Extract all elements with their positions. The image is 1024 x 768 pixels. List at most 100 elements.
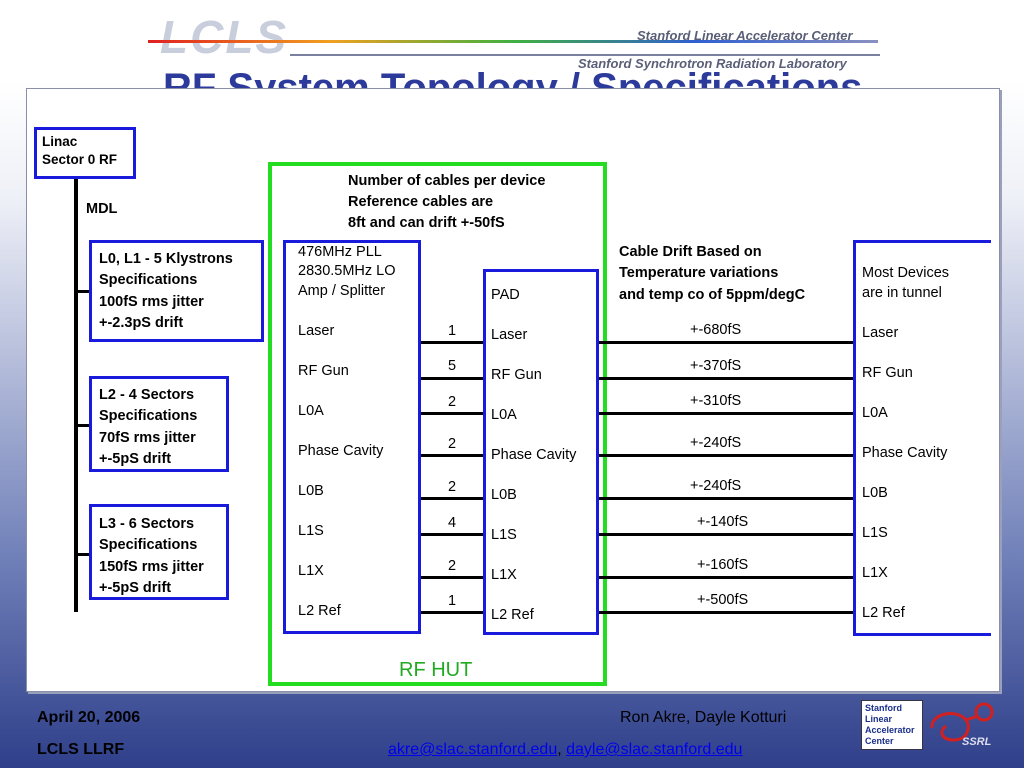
drift-note-line: and temp co of 5ppm/degC xyxy=(619,287,806,303)
spec-box-l0-l1: L0, L1 - 5 Klystrons Specifications 100f… xyxy=(89,240,264,342)
pll-item: L1X xyxy=(298,563,324,579)
ssrl-logo: SSRL xyxy=(926,698,998,754)
pll-box xyxy=(283,240,421,634)
tunnel-header-line: Most Devices xyxy=(862,265,950,281)
ssrl-logo-icon xyxy=(930,702,994,742)
cable-line xyxy=(421,341,483,344)
drift-note-line: Temperature variations xyxy=(619,265,779,281)
slac-logo-line: Linear xyxy=(865,714,893,724)
tunnel-cable-line xyxy=(599,611,853,614)
spec-box-l3: L3 - 6 Sectors Specifications 150fS rms … xyxy=(89,504,229,600)
pll-item: RF Gun xyxy=(298,363,349,379)
spec-line: L2 - 4 Sectors xyxy=(99,387,195,403)
pad-item: L1S xyxy=(491,527,517,543)
email-separator: , xyxy=(557,741,567,758)
cables-note-line: Number of cables per device xyxy=(348,173,546,189)
cable-count: 1 xyxy=(448,593,457,609)
slac-label: Stanford Linear Accelerator Center xyxy=(637,28,853,43)
pad-header: PAD xyxy=(491,287,520,303)
pll-item: Phase Cavity xyxy=(298,443,384,459)
cable-line xyxy=(421,454,483,457)
pll-item: L0B xyxy=(298,483,324,499)
pad-item: L0B xyxy=(491,487,517,503)
spec-line: 150fS rms jitter xyxy=(99,559,204,575)
spec-line: L3 - 6 Sectors xyxy=(99,516,195,532)
cable-count: 5 xyxy=(448,358,457,374)
tunnel-cable-line xyxy=(599,497,853,500)
cables-note-line: Reference cables are xyxy=(348,194,494,210)
cable-count: 1 xyxy=(448,323,457,339)
pll-header-line: Amp / Splitter xyxy=(298,283,386,299)
cable-line xyxy=(421,412,483,415)
cable-line xyxy=(421,576,483,579)
pad-item: L2 Ref xyxy=(491,607,534,623)
tunnel-cable-line xyxy=(599,412,853,415)
drift-value: +-310fS xyxy=(690,393,742,409)
connector-l0 xyxy=(74,290,90,293)
ssrl-logo-text: SSRL xyxy=(962,736,992,748)
tunnel-cable-line xyxy=(599,377,853,380)
pad-item: RF Gun xyxy=(491,367,542,383)
email-link-akre[interactable]: akre@slac.stanford.edu xyxy=(388,741,558,758)
spec-line: +-5pS drift xyxy=(99,451,172,467)
spec-line: 70fS rms jitter xyxy=(99,430,196,446)
pll-item: L2 Ref xyxy=(298,603,341,619)
pll-header-line: 2830.5MHz LO xyxy=(298,263,396,279)
connector-l2 xyxy=(74,424,90,427)
tunnel-item: Phase Cavity xyxy=(862,445,948,461)
ssrl-label: Stanford Synchrotron Radiation Laborator… xyxy=(578,56,847,71)
pad-item: Phase Cavity xyxy=(491,447,577,463)
footer-date: April 20, 2006 xyxy=(37,709,141,726)
tunnel-item: L1X xyxy=(862,565,888,581)
slac-logo-line: Center xyxy=(865,736,894,746)
tunnel-header-line: are in tunnel xyxy=(862,285,942,301)
pad-item: L1X xyxy=(491,567,517,583)
cable-count: 2 xyxy=(448,558,457,574)
rf-hut-box xyxy=(268,162,607,686)
pll-item: L1S xyxy=(298,523,324,539)
pad-item: L0A xyxy=(491,407,517,423)
tunnel-cable-line xyxy=(599,454,853,457)
email-link-dayle[interactable]: dayle@slac.stanford.edu xyxy=(566,741,743,758)
pll-item: Laser xyxy=(298,323,335,339)
spec-line: Specifications xyxy=(99,272,198,288)
tunnel-box xyxy=(853,240,991,636)
cable-count: 2 xyxy=(448,479,457,495)
slac-logo-line: Stanford xyxy=(865,703,902,713)
drift-value: +-680fS xyxy=(690,322,742,338)
linac-line1: Linac xyxy=(42,134,78,149)
spec-line: L0, L1 - 5 Klystrons xyxy=(99,251,233,267)
drift-value: +-370fS xyxy=(690,358,742,374)
spec-line: Specifications xyxy=(99,537,198,553)
logo-divider-line xyxy=(290,54,880,56)
drift-value: +-500fS xyxy=(697,592,749,608)
spec-line: 100fS rms jitter xyxy=(99,294,204,310)
tunnel-item: L1S xyxy=(862,525,888,541)
spec-box-l2: L2 - 4 Sectors Specifications 70fS rms j… xyxy=(89,376,229,472)
drift-value: +-160fS xyxy=(697,557,749,573)
slac-logo-line: Accelerator xyxy=(865,725,915,735)
cable-line xyxy=(421,611,483,614)
backbone-line xyxy=(74,179,78,612)
cables-note-line: 8ft and can drift +-50fS xyxy=(348,215,505,231)
tunnel-item: L0B xyxy=(862,485,888,501)
rf-hut-label: RF HUT xyxy=(399,659,473,681)
cable-count: 2 xyxy=(448,436,457,452)
tunnel-cable-line xyxy=(599,533,853,536)
tunnel-item: Laser xyxy=(862,325,899,341)
pll-header-line: 476MHz PLL xyxy=(298,244,382,260)
cable-line xyxy=(421,497,483,500)
tunnel-item: RF Gun xyxy=(862,365,913,381)
tunnel-cable-line xyxy=(599,576,853,579)
logo-rainbow-line xyxy=(148,40,878,43)
lcls-logo: LCLS xyxy=(160,11,289,63)
drift-value: +-140fS xyxy=(697,514,749,530)
pad-box xyxy=(483,269,599,635)
footer-project: LCLS LLRF xyxy=(37,741,125,758)
linac-line2: Sector 0 RF xyxy=(42,152,118,167)
linac-box: Linac Sector 0 RF xyxy=(34,127,136,179)
spec-line: +-5pS drift xyxy=(99,580,172,596)
drift-note-line: Cable Drift Based on xyxy=(619,244,762,260)
spec-line: Specifications xyxy=(99,408,198,424)
drift-value: +-240fS xyxy=(690,435,742,451)
